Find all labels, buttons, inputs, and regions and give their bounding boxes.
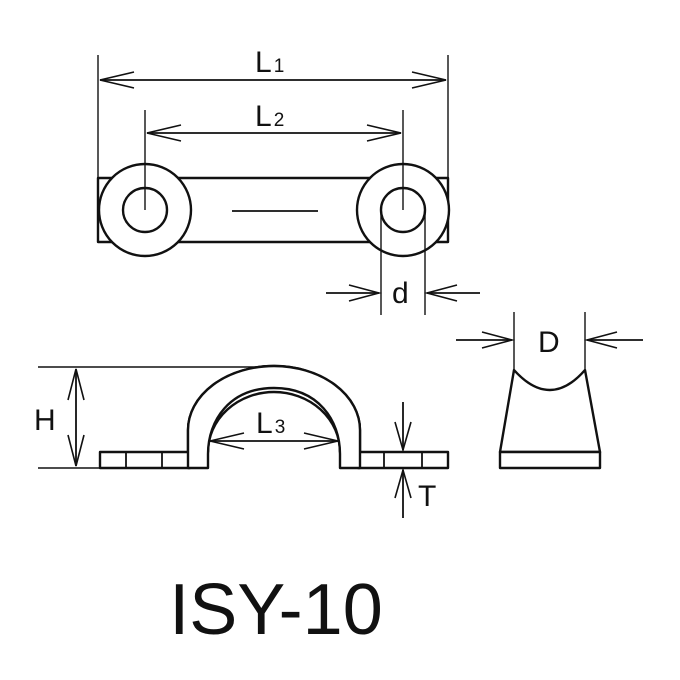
dimension-d: d	[326, 277, 480, 310]
d-label: d	[392, 277, 409, 310]
dimension-h: H	[34, 368, 85, 467]
t-label: T	[418, 480, 436, 513]
model-name: ISY-10	[169, 570, 383, 650]
side-base	[498, 450, 602, 470]
right-flange	[356, 450, 450, 470]
left-flange	[98, 450, 192, 470]
d-large-label: D	[538, 326, 560, 359]
dimension-t: T	[385, 402, 436, 518]
side-view: D	[456, 312, 643, 470]
clamp-side-profile	[498, 368, 602, 454]
h-label: H	[34, 404, 56, 437]
saddle-arch-body	[186, 364, 362, 470]
dimension-d-large: D	[456, 326, 643, 359]
